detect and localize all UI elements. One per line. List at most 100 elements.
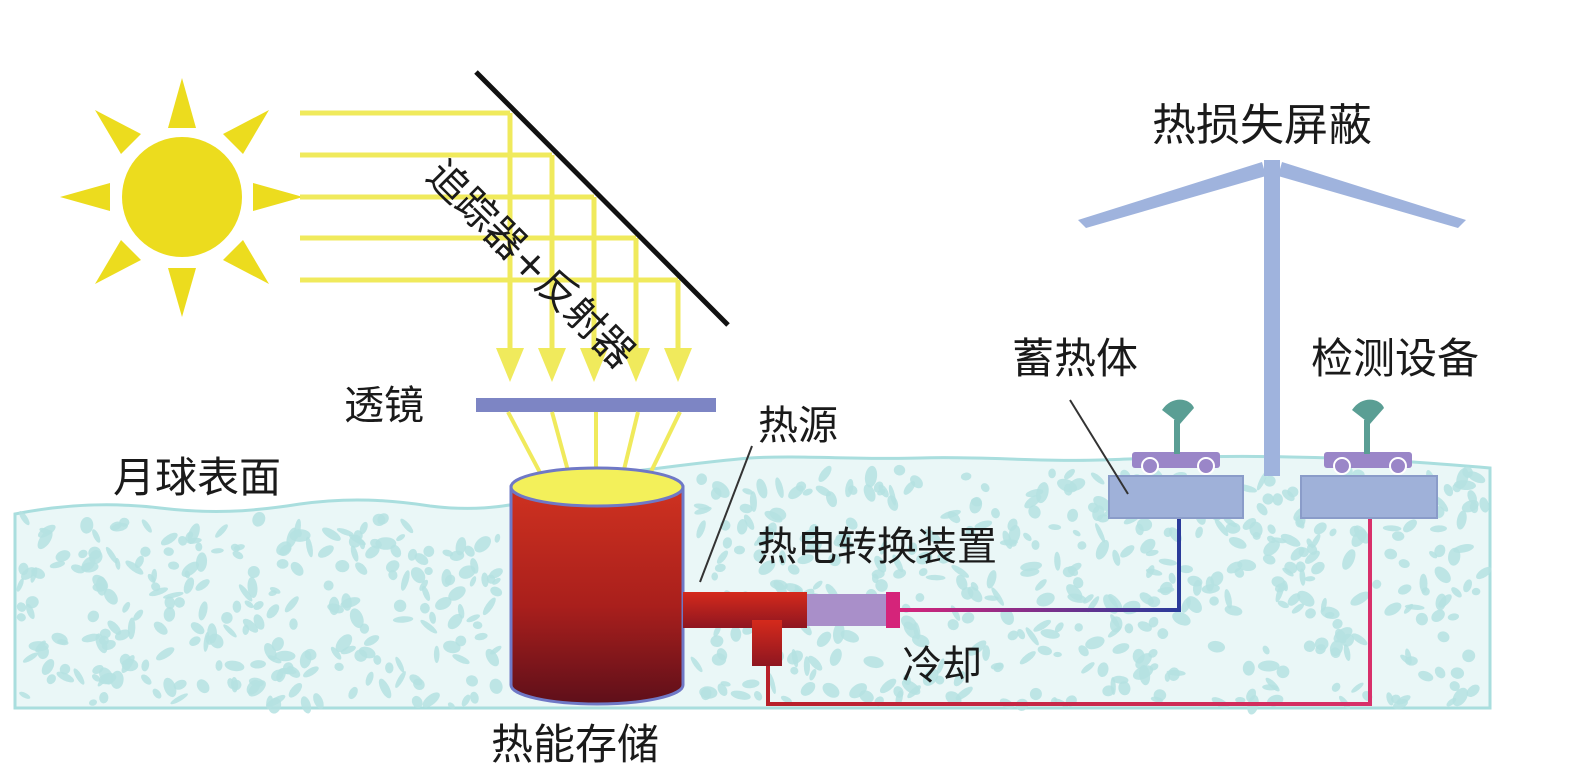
- regolith-pebble: [121, 655, 135, 673]
- regolith-pebble: [1382, 525, 1402, 532]
- regolith-pebble: [778, 550, 787, 566]
- regolith-pebble: [363, 635, 380, 646]
- regolith-pebble: [1476, 566, 1492, 580]
- regolith-pebble: [873, 481, 884, 493]
- regolith-pebble: [253, 601, 264, 610]
- regolith-pebble: [1397, 584, 1412, 595]
- regolith-pebble: [1332, 618, 1343, 629]
- regolith-pebble: [1028, 505, 1041, 519]
- regolith-pebble: [1452, 687, 1468, 707]
- regolith-pebble: [1333, 627, 1353, 643]
- regolith-pebble: [1093, 495, 1112, 511]
- regolith-pebble: [722, 537, 733, 549]
- thermal-storage-tank: [509, 466, 685, 706]
- regolith-pebble: [845, 517, 858, 530]
- regolith-pebble: [1158, 558, 1177, 566]
- regolith-pebble: [127, 617, 136, 640]
- regolith-pebble: [1252, 531, 1261, 540]
- regolith-pebble: [893, 464, 906, 476]
- regolith-pebble: [365, 671, 374, 686]
- regolith-pebble: [936, 658, 945, 674]
- regolith-pebble: [1019, 651, 1036, 665]
- regolith-pebble: [1447, 613, 1460, 621]
- regolith-pebble: [215, 660, 223, 671]
- regolith-pebble: [1072, 529, 1081, 537]
- regolith-pebble: [762, 527, 775, 536]
- regolith-pebble: [790, 666, 799, 675]
- regolith-pebble: [355, 562, 368, 575]
- regolith-pebble: [1167, 667, 1180, 681]
- regolith-pebble: [469, 576, 477, 587]
- regolith-pebble: [1242, 518, 1257, 530]
- regolith-pebble: [1418, 670, 1434, 682]
- regolith-pebble: [974, 520, 993, 530]
- regolith-pebble: [1140, 538, 1156, 554]
- regolith-pebble: [1450, 667, 1465, 679]
- regolith-pebble: [1064, 468, 1075, 480]
- regolith-pebble: [791, 649, 799, 668]
- regolith-pebble: [1281, 489, 1295, 502]
- regolith-pebble: [41, 659, 55, 675]
- regolith-pebble: [1263, 475, 1276, 487]
- regolith-pebble: [1386, 692, 1394, 706]
- cooling-loop-wire: [766, 666, 1370, 706]
- regolith-pebble: [25, 603, 35, 620]
- regolith-pebble: [268, 590, 277, 597]
- regolith-pebble: [168, 561, 180, 570]
- regolith-pebbles: [16, 464, 1492, 715]
- regolith-pebble: [1434, 544, 1446, 558]
- regolith-pebble: [114, 629, 131, 641]
- regolith-pebble: [1178, 565, 1193, 574]
- regolith-pebble: [1017, 628, 1026, 640]
- regolith-pebble: [433, 645, 440, 664]
- regolith-pebble: [420, 619, 438, 634]
- regolith-pebble: [466, 675, 478, 687]
- regolith-pebble: [195, 542, 203, 552]
- regolith-pebble: [55, 550, 71, 562]
- regolith-pebble: [879, 540, 888, 555]
- regolith-pebble: [107, 620, 122, 635]
- regolith-pebble: [313, 693, 324, 710]
- regolith-pebble: [1434, 666, 1446, 679]
- regolith-pebble: [799, 528, 818, 542]
- regolith-pebble: [1372, 579, 1382, 589]
- regolith-pebble: [916, 551, 933, 565]
- regolith-pebble: [411, 695, 423, 709]
- regolith-pebble: [109, 521, 122, 531]
- regolith-pebble: [1090, 472, 1105, 485]
- regolith-pebble: [250, 660, 266, 669]
- regolith-pebble: [1463, 579, 1473, 593]
- regolith-pebble: [461, 694, 471, 707]
- heat-source-leader-line: [699, 445, 753, 583]
- regolith-pebble: [775, 477, 784, 498]
- regolith-pebble: [1102, 685, 1115, 697]
- regolith-pebble: [429, 611, 437, 624]
- regolith-pebble: [1392, 531, 1405, 541]
- regolith-pebble: [334, 662, 344, 672]
- regolith-pebble: [1224, 589, 1232, 609]
- regolith-pebble: [266, 604, 280, 619]
- regolith-pebble: [711, 653, 727, 666]
- regolith-pebble: [758, 560, 776, 575]
- regolith-pebble: [1304, 576, 1316, 582]
- ray-arrow-icon: [496, 348, 524, 382]
- regolith-pebble: [859, 690, 874, 703]
- regolith-pebble: [1192, 579, 1202, 596]
- regolith-pebble: [323, 580, 334, 591]
- regolith-pebble: [739, 503, 753, 514]
- regolith-pebble: [1256, 503, 1268, 516]
- regolith-pebble: [423, 545, 435, 557]
- ray-arrow-icon: [538, 348, 566, 382]
- regolith-pebble: [1083, 594, 1094, 604]
- regolith-pebble: [720, 681, 731, 687]
- regolith-pebble: [289, 618, 298, 630]
- regolith-pebble: [1320, 606, 1340, 619]
- regolith-pebble: [300, 696, 312, 714]
- regolith-pebble: [1149, 663, 1159, 671]
- regolith-pebble: [968, 640, 987, 656]
- regolith-pebble: [1307, 543, 1318, 555]
- regolith-pebble: [1429, 551, 1438, 559]
- regolith-pebble: [955, 686, 973, 701]
- label-cooling: 冷却: [902, 643, 982, 689]
- regolith-pebble: [1315, 644, 1326, 655]
